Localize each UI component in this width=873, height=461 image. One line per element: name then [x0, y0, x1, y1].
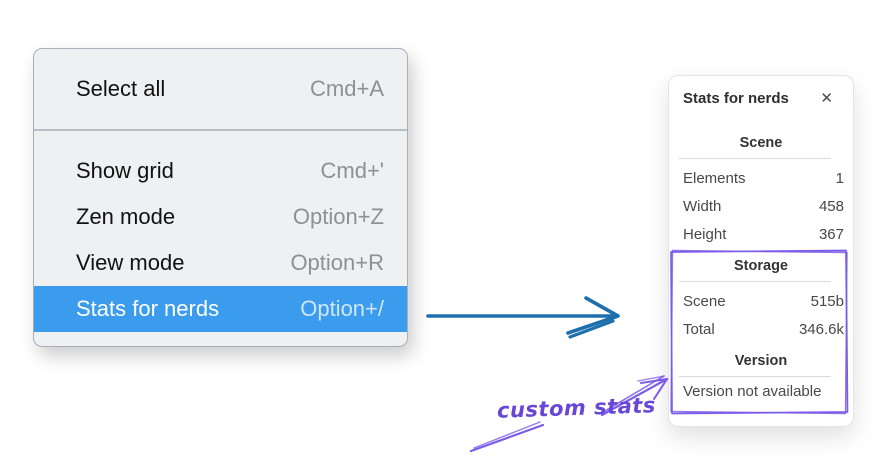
stats-panel-header: Stats for nerds ✕	[669, 89, 853, 109]
menu-divider	[34, 129, 407, 131]
stats-panel-title: Stats for nerds	[683, 90, 789, 107]
menu-item-label: Select all	[76, 76, 166, 101]
stat-row-elements: Elements 1	[669, 164, 853, 192]
menu-item-shortcut: Option+Z	[292, 204, 384, 229]
stat-value: 1	[835, 169, 844, 187]
menu-item-label: Show grid	[76, 158, 174, 183]
section-heading-scene: Scene	[739, 135, 783, 151]
stat-value: 458	[818, 197, 844, 215]
stat-label: Total	[683, 320, 715, 338]
stat-label: Scene	[683, 292, 726, 310]
stat-label: Elements	[683, 169, 746, 187]
menu-item-show-grid[interactable]: Show grid Cmd+'	[34, 148, 407, 194]
stat-row-total-storage: Total 346.6k	[669, 315, 853, 343]
context-menu: Select all Cmd+A Show grid Cmd+' Zen mod…	[33, 48, 408, 347]
stat-label: Width	[683, 197, 722, 215]
menu-item-label: Zen mode	[76, 204, 176, 229]
menu-item-shortcut: Option+/	[300, 296, 384, 321]
scene-rows: Elements 1 Width 458 Height 367	[669, 164, 853, 248]
section-divider	[679, 376, 831, 377]
menu-item-shortcut: Cmd+A	[310, 76, 384, 101]
stat-label: Height	[683, 225, 727, 243]
section-heading-version: Version	[734, 353, 788, 369]
menu-item-view-mode[interactable]: View mode Option+R	[34, 240, 407, 286]
menu-item-label: Stats for nerds	[76, 296, 220, 321]
stat-row-width: Width 458	[669, 192, 853, 220]
version-note: Version not available	[683, 383, 822, 400]
section-divider	[679, 281, 831, 282]
storage-rows: Scene 515b Total 346.6k	[669, 287, 853, 343]
stat-row-scene-storage: Scene 515b	[669, 287, 853, 315]
menu-item-shortcut: Option+R	[290, 250, 384, 275]
stat-value: 367	[818, 225, 844, 243]
sketch-highlight-box	[670, 249, 849, 415]
menu-item-select-all[interactable]: Select all Cmd+A	[34, 66, 407, 112]
sketch-arrows-icon	[469, 375, 669, 453]
stat-row-height: Height 367	[669, 220, 853, 248]
section-heading-storage: Storage	[734, 258, 788, 274]
connector-arrow-icon	[426, 296, 620, 339]
menu-item-stats-for-nerds[interactable]: Stats for nerds Option+/	[34, 286, 407, 332]
menu-item-label: View mode	[76, 250, 185, 275]
menu-item-zen-mode[interactable]: Zen mode Option+Z	[34, 194, 407, 240]
stat-value: 515b	[810, 292, 844, 310]
section-divider	[679, 158, 831, 159]
menu-item-shortcut: Cmd+'	[320, 158, 385, 183]
stat-value: 346.6k	[798, 320, 844, 338]
close-icon[interactable]: ✕	[820, 90, 833, 107]
